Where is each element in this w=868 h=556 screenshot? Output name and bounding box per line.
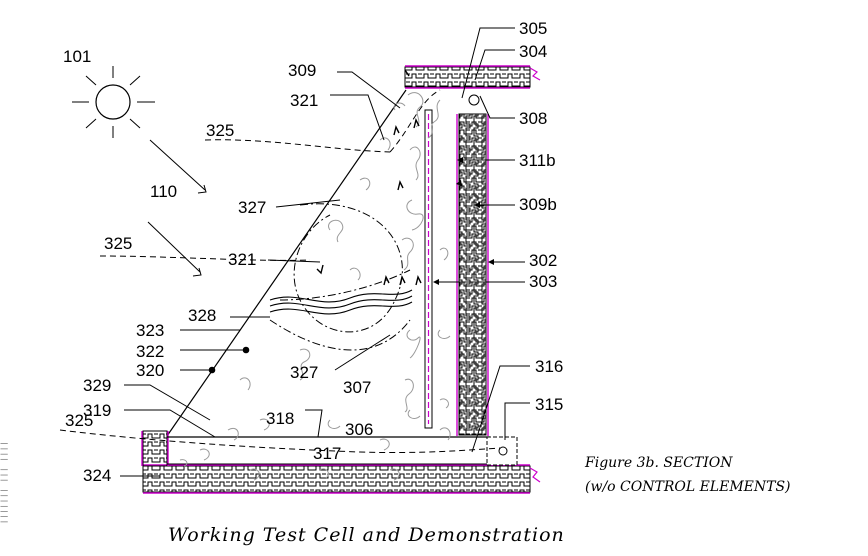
label-315: 315: [535, 395, 564, 414]
label-304: 304: [519, 42, 548, 61]
label-308: 308: [519, 109, 548, 128]
top-header-block: [404, 65, 541, 89]
label-327-bottom: 327: [290, 363, 319, 382]
fiber-texture: [179, 92, 451, 481]
label-101: 101: [63, 47, 92, 66]
label-329: 329: [83, 376, 112, 395]
leader-markers: [208, 157, 494, 374]
solar-rays: [147, 139, 207, 277]
label-307: 307: [343, 378, 372, 397]
glazing-line: [166, 89, 407, 437]
label-323: 323: [136, 321, 165, 340]
label-319: 319: [83, 401, 112, 420]
label-325-top: 325: [206, 121, 235, 140]
floor-slab: [141, 430, 541, 494]
label-305: 305: [519, 19, 548, 38]
label-309b: 309b: [519, 195, 557, 214]
label-302: 302: [529, 251, 558, 270]
margin-text: ||||||| ||| ||||: [0, 440, 8, 524]
label-318: 318: [266, 409, 295, 428]
label-311b: 311b: [519, 151, 556, 170]
label-309: 309: [288, 61, 317, 80]
label-328: 328: [188, 306, 217, 325]
label-110: 110: [150, 182, 178, 201]
figure-caption-line1: Figure 3b. SECTION: [585, 455, 733, 471]
label-325-bottom: 325: [65, 411, 94, 430]
sun-disc: [95, 84, 131, 120]
label-327-top: 327: [238, 198, 267, 217]
mass-wall: [456, 113, 489, 436]
label-316: 316: [535, 357, 564, 376]
label-317: 317: [313, 444, 342, 463]
label-320: 320: [136, 361, 165, 380]
fitting: [468, 94, 480, 106]
airflow-paths: [59, 89, 501, 454]
label-322: 322: [136, 342, 165, 361]
absorber-plate: [424, 109, 433, 429]
convection-waves: [269, 289, 413, 315]
leader-lines: [120, 27, 530, 477]
label-324: 324: [83, 466, 112, 485]
figure-title: Working Test Cell and Demonstration: [168, 524, 565, 546]
label-325-mid: 325: [104, 234, 133, 253]
convection-loops: [269, 203, 411, 351]
label-303: 303: [529, 272, 558, 291]
flow-arrows: [316, 69, 422, 286]
label-306: 306: [345, 420, 374, 439]
label-321-top: 321: [290, 91, 319, 110]
label-321-mid: 321: [228, 250, 257, 269]
figure-caption-line2: (w/o CONTROL ELEMENTS): [585, 479, 791, 495]
sun: [72, 66, 155, 138]
